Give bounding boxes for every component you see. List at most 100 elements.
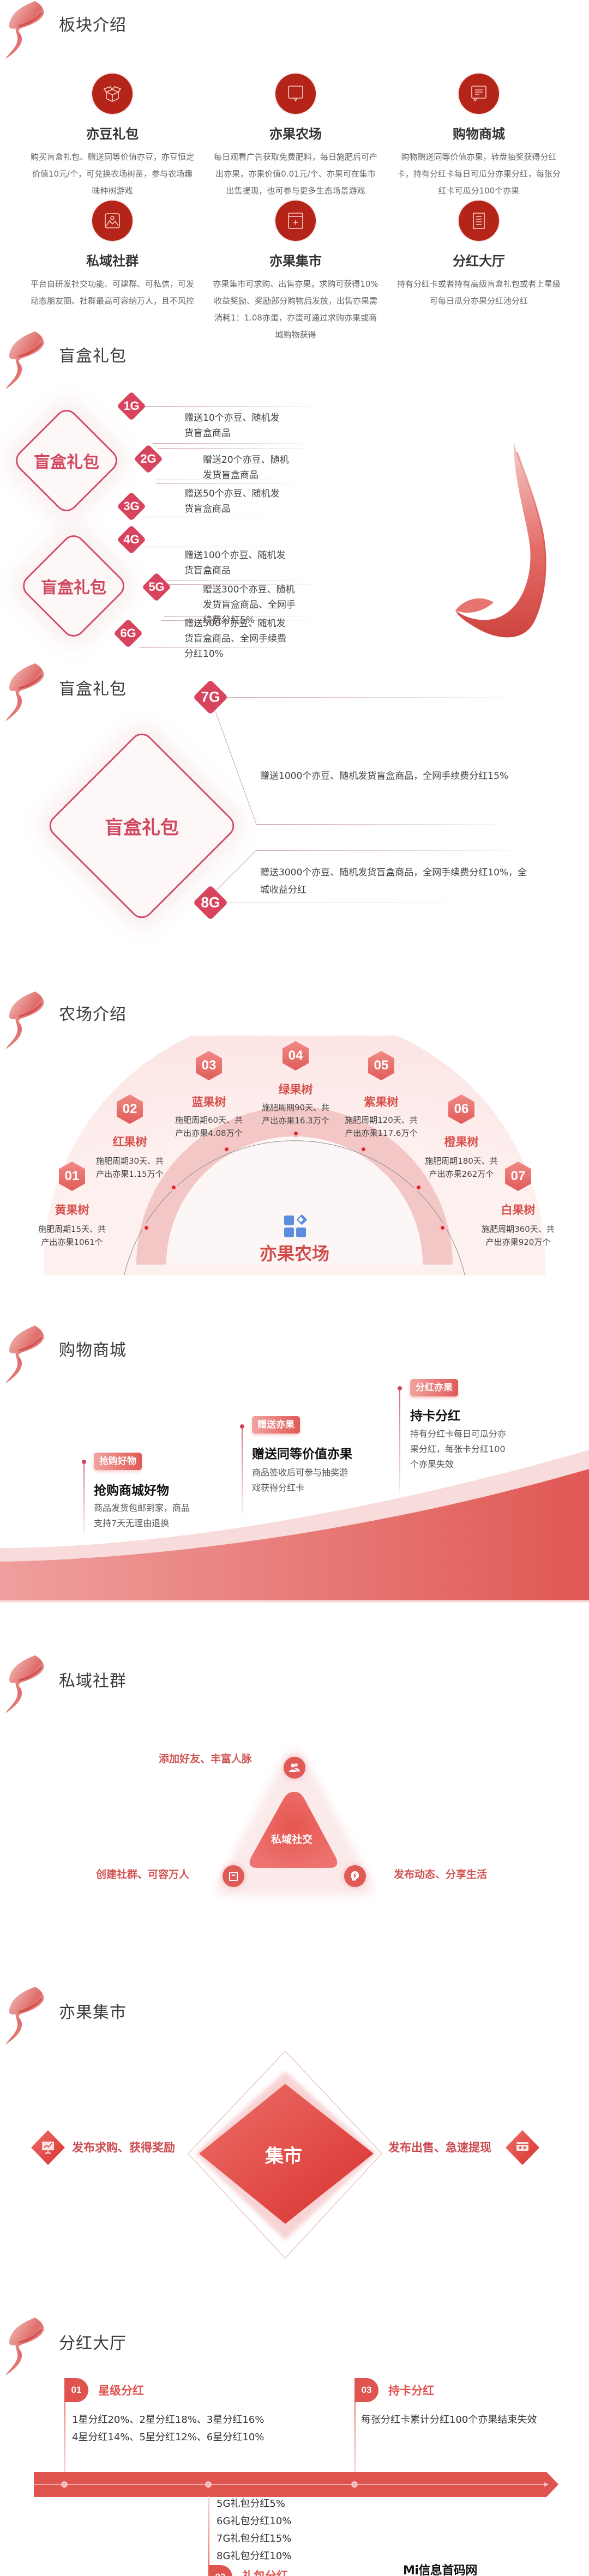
social-point: 发布动态、分享生活 xyxy=(394,1868,488,1880)
feature-title: 亦豆礼包 xyxy=(86,126,139,142)
shopping-bag-icon xyxy=(223,1865,244,1887)
blindbox-group-diamond: 盲盒礼包 xyxy=(12,406,121,515)
ribbon-decoration xyxy=(2,0,46,60)
feature-card-yidou: 亦豆礼包 购买盲盒礼包、赠送同等价值亦豆，亦豆恒定价值10元/个，可兑换农场树苗… xyxy=(25,74,200,199)
tier-desc: 赠送3000个亦豆、随机发货盲盒商品，全网手续费分红10%，全城收益分红 xyxy=(260,867,527,896)
shop-step-desc: 商品发货包邮到家，商品支持7天无理由退换 xyxy=(94,1503,190,1528)
dividend-block-text: 1星分红20%、2星分红18%、3星分红16%4星分红14%、5星分红12%、6… xyxy=(72,2414,265,2443)
tier-desc: 赠送10个亦豆、随机发货盲盒商品 xyxy=(184,413,280,439)
tree-desc: 施肥周期15天、共产出亦果1061个 xyxy=(38,1224,106,1247)
timeline-dot xyxy=(398,1386,402,1390)
timeline-dot xyxy=(82,1460,86,1464)
tree-number-badge: 04 xyxy=(283,1041,309,1071)
connector-lines xyxy=(215,711,257,892)
group-label: 盲盒礼包 xyxy=(105,817,179,839)
ribbon-decoration xyxy=(2,662,46,722)
tier-tag-8g: 8G xyxy=(193,885,229,921)
market-diamond xyxy=(188,2051,382,2259)
feature-title: 亦果集市 xyxy=(269,253,322,269)
feature-desc: 购物赠送同等价值亦果，转盘抽奖获得分红卡，持有分红卡每日可瓜分亦果分红，每张分红… xyxy=(396,152,561,196)
timeline-arrow-bar xyxy=(34,2472,558,2497)
section-title-dividend: 分红大厅 xyxy=(59,2334,127,2353)
social-triangle xyxy=(217,1750,372,1896)
feature-title: 私域社群 xyxy=(86,253,139,269)
section-title-shop: 购物商城 xyxy=(59,1341,127,1360)
watermark: Mi信息首码网 www.mixinxi.com xyxy=(401,2561,589,2576)
tier-tag-5g: 5G xyxy=(142,572,171,602)
tree-name: 绿果树 xyxy=(278,1083,313,1096)
ribbon-decoration xyxy=(2,2317,46,2377)
tier-desc: 赠送1000个亦豆、随机发货盲盒商品，全网手续费分红15% xyxy=(260,771,509,782)
tree-name: 白果树 xyxy=(501,1204,536,1217)
tree-desc: 施肥周期30天、共产出亦果1.15万个 xyxy=(95,1156,164,1179)
arc-dot xyxy=(222,1145,231,1153)
shop-step-title: 抢购商城好物 xyxy=(94,1484,169,1498)
market-left-label: 发布求购、获得奖励 xyxy=(72,2141,175,2154)
arc-dot xyxy=(291,1129,300,1138)
ribbon-decoration xyxy=(2,1654,46,1714)
arc-dot xyxy=(169,1183,178,1192)
farm-center-label: 亦果农场 xyxy=(259,1243,329,1264)
tier-tag-1g: 1G xyxy=(117,391,146,421)
open-box-icon xyxy=(92,74,133,114)
dividend-block-title: 星级分红 xyxy=(98,2384,144,2397)
image-icon xyxy=(92,201,133,241)
tree-desc: 施肥周期60天、共产出亦果4.08万个 xyxy=(175,1115,243,1138)
users-icon xyxy=(284,1757,305,1779)
tree-name: 蓝果树 xyxy=(191,1096,226,1109)
ribbon-decoration xyxy=(2,1986,46,2046)
red-wave-background xyxy=(0,1450,589,1603)
tree-number-badge: 02 xyxy=(117,1095,143,1124)
shop-step-tag: 赠送亦果 xyxy=(252,1416,300,1434)
shop-step-title: 持卡分红 xyxy=(410,1409,460,1423)
tier-tag-7g: 7G xyxy=(193,680,229,715)
dividend-number-flag: 01 xyxy=(64,2378,88,2402)
tier-desc: 赠送50个亦豆、随机发货盲盒商品 xyxy=(184,488,280,515)
tree-desc: 施肥周期90天、共产出亦果16.3万个 xyxy=(261,1103,330,1126)
tree-number-badge: 03 xyxy=(196,1051,222,1080)
shop-step-title: 赠送同等价值亦果 xyxy=(252,1447,352,1461)
section-title-farm: 农场介绍 xyxy=(59,1005,127,1024)
section-title-blindbox: 盲盒礼包 xyxy=(59,347,127,366)
dividend-block-title: 礼包分红 xyxy=(242,2569,288,2576)
market-right-label: 发布出售、急速提现 xyxy=(388,2141,491,2154)
dividend-block-text: 5G礼包分红5% 6G礼包分红10% 7G礼包分红15% 8G礼包分红10% xyxy=(217,2498,292,2562)
list-icon xyxy=(459,201,499,241)
feature-desc: 持有分红卡或者持有高级盲盒礼包或者上星级可每日瓜分亦果分红池分红 xyxy=(396,279,561,306)
feature-card-social: 私域社群 平台自研发社交功能、可建群、可私信，可发动态朋友圈。社群最高可容纳万人… xyxy=(25,201,200,310)
tree-number-badge: 07 xyxy=(505,1162,531,1191)
tier-tag-2g: 2G xyxy=(134,444,163,474)
tier-desc: 赠送20个亦豆、随机发货盲盒商品 xyxy=(203,455,289,481)
tier-desc: 赠送100个亦豆、随机发货盲盒商品 xyxy=(184,550,286,576)
tier-desc: 赠送500个亦豆、随机发货盲盒商品、全网手续费分红10% xyxy=(184,618,286,660)
tier-desc: 赠送300个亦豆、随机发货盲盒商品、全网手续费分红5% xyxy=(203,584,296,626)
tree-desc: 施肥周期180天、共产出亦果262万个 xyxy=(425,1156,498,1179)
shop-step-desc: 商品签收后可参与抽奖游戏获得分红卡 xyxy=(252,1467,348,1493)
tree-number-badge: 05 xyxy=(368,1051,394,1080)
blindbox-group-diamond: 盲盒礼包 xyxy=(19,531,128,640)
tree-name: 橙果树 xyxy=(444,1135,479,1148)
feature-card-dividend: 分红大厅 持有分红卡或者持有高级盲盒礼包或者上星级可每日瓜分亦果分红池分红 xyxy=(392,201,566,310)
feature-desc: 购买盲盒礼包、赠送同等价值亦豆，亦豆恒定价值10元/个，可兑换农场树苗，参与农场… xyxy=(30,152,194,196)
document-bubble-icon xyxy=(459,74,499,114)
tree-number-badge: 06 xyxy=(448,1095,474,1124)
dividend-block-title: 持卡分红 xyxy=(388,2384,434,2397)
timeline-line xyxy=(242,1425,243,1518)
ribbon-decoration xyxy=(2,330,46,390)
timeline-line xyxy=(354,2378,356,2474)
arc-dot xyxy=(142,1223,151,1232)
store-icon xyxy=(506,2130,539,2165)
arc-dot xyxy=(414,1183,423,1192)
timeline-line xyxy=(208,2496,209,2576)
timeline-line xyxy=(64,2378,65,2474)
social-center-label: 私域社交 xyxy=(271,1834,312,1846)
tree-number-badge: 01 xyxy=(59,1162,85,1191)
apps-grid-icon xyxy=(284,1214,307,1237)
tier-tag-6g: 6G xyxy=(113,619,143,648)
market-center-label: 集市 xyxy=(265,2145,302,2167)
section-title-social: 私域社群 xyxy=(59,1672,127,1691)
arc-dot xyxy=(438,1223,447,1232)
group-label: 盲盒礼包 xyxy=(34,453,99,472)
